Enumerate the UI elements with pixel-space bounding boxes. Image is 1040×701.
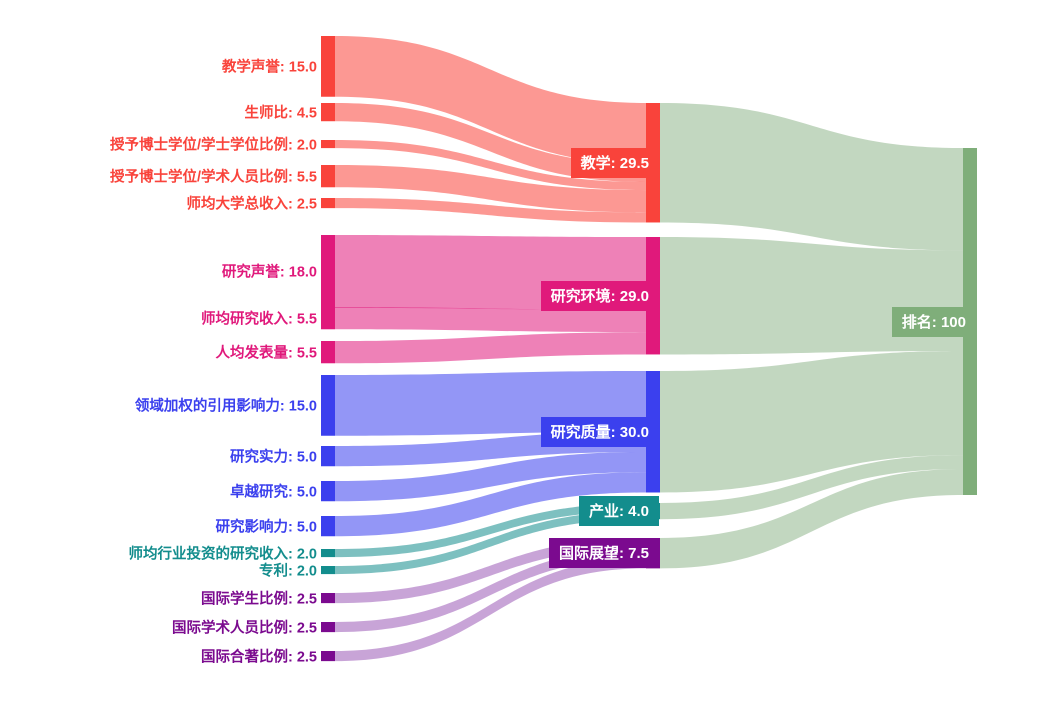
link-research_env-to-ranking (660, 237, 963, 355)
node-label-institutional_income: 师均大学总收入: 2.5 (186, 196, 317, 213)
link-intl_coauthor-to-intl_outlook (335, 558, 646, 662)
link-doctorate_staff-to-teaching (335, 165, 646, 213)
node-label-intl_students: 国际学生比例: 2.5 (200, 591, 317, 608)
node-institutional_income[interactable] (321, 198, 335, 209)
node-label-student_staff_ratio: 生师比: 4.5 (244, 105, 317, 122)
node-label-research_excellence: 卓越研究: 5.0 (229, 484, 317, 501)
node-label-research_env: 研究环境: 29.0 (540, 280, 659, 311)
node-industry_income[interactable] (321, 549, 335, 558)
node-research_influence[interactable] (321, 516, 335, 537)
node-label-intl_staff: 国际学术人员比例: 2.5 (171, 620, 317, 637)
node-intl_students[interactable] (321, 593, 335, 604)
link-patents-to-industry (335, 511, 646, 575)
node-research_income[interactable] (321, 307, 335, 330)
node-label-doctorate_staff: 授予博士学位/学术人员比例: 5.5 (109, 169, 317, 186)
link-research_productivity-to-research_env (335, 332, 646, 364)
node-label-research_influence: 研究影响力: 5.0 (215, 519, 317, 536)
node-label-patents: 专利: 2.0 (258, 563, 317, 580)
node-teaching_reputation[interactable] (321, 36, 335, 97)
node-research_excellence[interactable] (321, 481, 335, 502)
link-institutional_income-to-teaching (335, 198, 646, 223)
node-research_productivity[interactable] (321, 341, 335, 364)
link-research_quality-to-ranking (660, 350, 963, 493)
node-intl_staff[interactable] (321, 622, 335, 633)
node-doctorate_staff[interactable] (321, 165, 335, 188)
link-teaching_reputation-to-teaching (335, 36, 646, 164)
node-label-intl_coauthor: 国际合著比例: 2.5 (200, 649, 317, 666)
link-intl_outlook-to-ranking (660, 468, 963, 569)
link-intl_students-to-intl_outlook (335, 538, 646, 604)
node-intl_coauthor[interactable] (321, 651, 335, 662)
link-research_excellence-to-research_quality (335, 452, 646, 502)
node-label-teaching_reputation: 教学声誉: 15.0 (221, 59, 317, 76)
node-label-ranking: 排名: 100 (891, 306, 976, 337)
node-label-research_income: 师均研究收入: 5.5 (200, 311, 317, 328)
node-research_reputation[interactable] (321, 235, 335, 308)
link-teaching-to-ranking (660, 103, 963, 251)
link-research_influence-to-research_quality (335, 472, 646, 537)
node-label-research_quality: 研究质量: 30.0 (540, 416, 659, 447)
link-intl_staff-to-intl_outlook (335, 548, 646, 633)
node-student_staff_ratio[interactable] (321, 103, 335, 122)
node-citation_impact[interactable] (321, 375, 335, 436)
node-label-industry: 产业: 4.0 (578, 496, 659, 527)
link-industry-to-ranking (660, 455, 963, 520)
node-label-research_reputation: 研究声誉: 18.0 (221, 264, 317, 281)
node-label-research_strength: 研究实力: 5.0 (229, 449, 317, 466)
node-doctorate_bachelor[interactable] (321, 140, 335, 149)
links-layer (335, 36, 963, 662)
node-label-industry_income: 师均行业投资的研究收入: 2.0 (128, 546, 317, 563)
node-label-teaching: 教学: 29.5 (570, 147, 659, 178)
link-industry_income-to-industry (335, 503, 646, 558)
node-patents[interactable] (321, 566, 335, 575)
link-research_income-to-research_env (335, 307, 646, 333)
node-label-doctorate_bachelor: 授予博士学位/学士学位比例: 2.0 (109, 137, 317, 154)
node-research_strength[interactable] (321, 446, 335, 467)
node-label-research_productivity: 人均发表量: 5.5 (215, 345, 317, 362)
node-label-intl_outlook: 国际展望: 7.5 (548, 538, 659, 569)
link-doctorate_bachelor-to-teaching (335, 140, 646, 191)
link-student_staff_ratio-to-teaching (335, 103, 646, 182)
node-label-citation_impact: 领域加权的引用影响力: 15.0 (134, 398, 317, 415)
